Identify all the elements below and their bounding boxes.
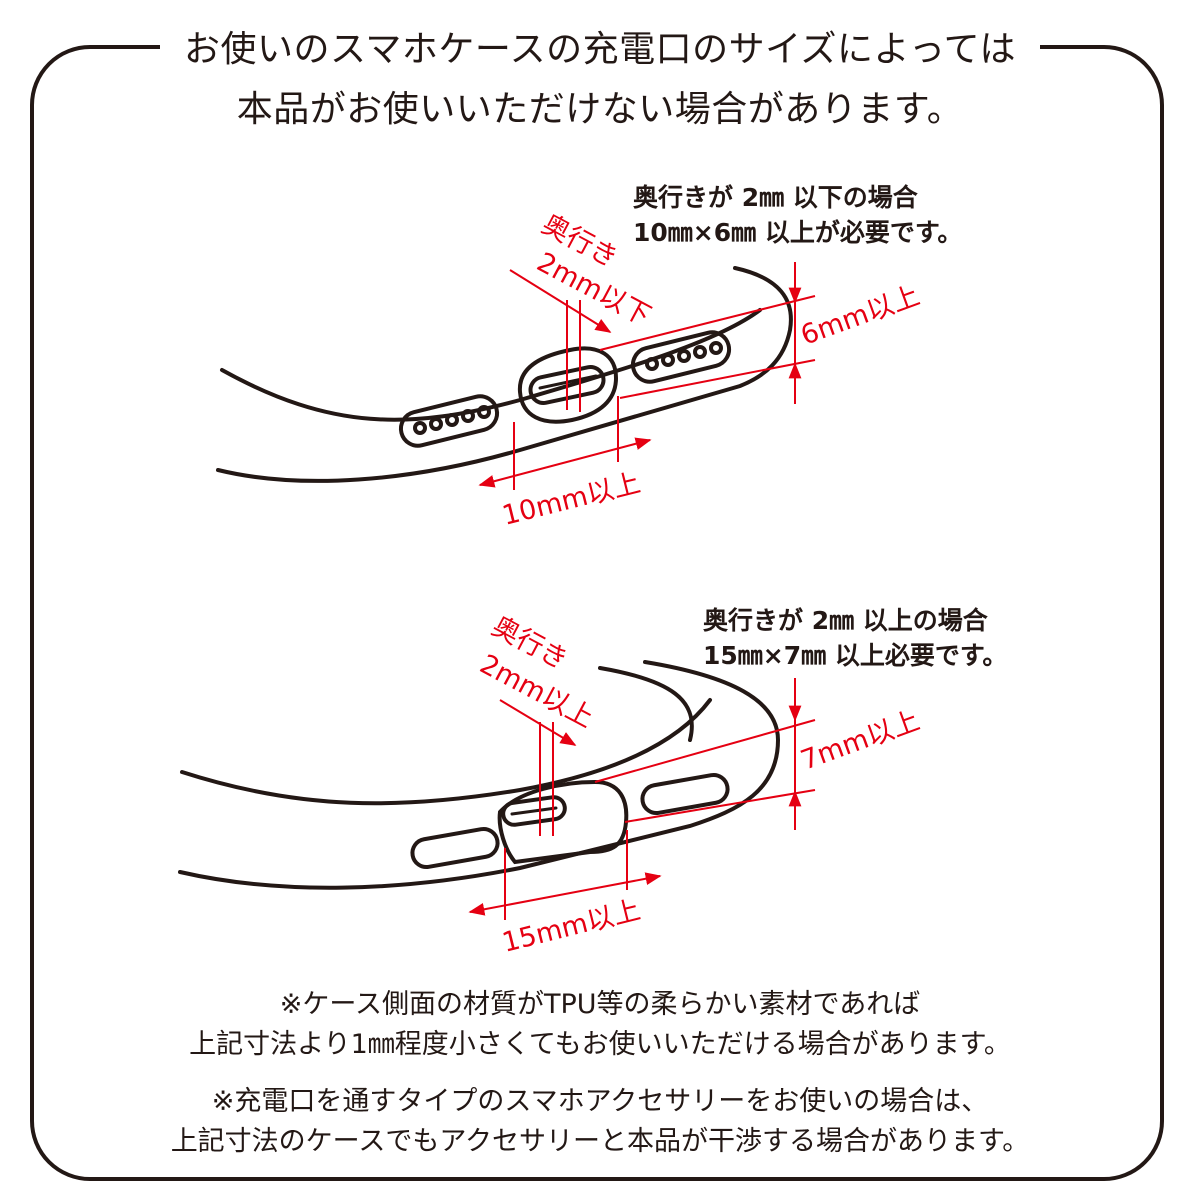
case-outer-curve-2 bbox=[178, 660, 781, 890]
speaker-grille-left-1 bbox=[398, 394, 500, 448]
speaker-slot-left-2 bbox=[410, 826, 500, 870]
header-line-1: お使いのスマホケースの充電口のサイズによっては bbox=[184, 29, 1016, 70]
header-line-2: 本品がお使いいただけない場合があります。 bbox=[236, 89, 964, 130]
header-warning: お使いのスマホケースの充電口のサイズによっては 本品がお使いいただけない場合があ… bbox=[160, 20, 1040, 140]
red-labels-1: 奥行き 2mm以下 6mm以上 10mm以上 bbox=[499, 209, 924, 532]
depth-leader-1 bbox=[509, 269, 612, 333]
speaker-grille-right-1 bbox=[630, 330, 732, 384]
height-label-2: 7mm以上 bbox=[797, 705, 924, 776]
depth-leader-2 bbox=[499, 699, 577, 746]
width-dimension-2 bbox=[468, 872, 662, 916]
phone-case-diagram-2 bbox=[178, 660, 781, 890]
condition-text-1: 奥行きが 2㎜ 以下の場合 10㎜×6㎜ 以上が必要です。 bbox=[633, 180, 962, 250]
condition-text-2: 奥行きが 2㎜ 以上の場合 15㎜×7㎜ 以上必要です。 bbox=[703, 603, 1007, 673]
height-top-extension-2 bbox=[594, 719, 816, 783]
width-label-1: 10mm以上 bbox=[499, 468, 643, 532]
note-1-line-1: ※ケース側面の材質がTPU等の柔らかい素材であれば bbox=[279, 989, 921, 1020]
condition-2-line-1: 奥行きが 2㎜ 以上の場合 bbox=[703, 606, 988, 635]
height-bottom-extension-1 bbox=[619, 359, 816, 399]
note-1: ※ケース側面の材質がTPU等の柔らかい素材であれば 上記寸法より1㎜程度小さくて… bbox=[100, 985, 1100, 1065]
width-dimension-1 bbox=[478, 437, 652, 488]
note-1-line-2: 上記寸法より1㎜程度小さくてもお使いいただける場合があります。 bbox=[189, 1029, 1011, 1060]
charging-port-2 bbox=[497, 779, 629, 865]
condition-1-line-2: 10㎜×6㎜ 以上が必要です。 bbox=[633, 218, 963, 247]
note-2: ※充電口を通すタイプのスマホアクセサリーをお使いの場合は、 上記寸法のケースでも… bbox=[100, 1082, 1100, 1162]
height-top-extension-1 bbox=[599, 295, 816, 351]
condition-1-line-1: 奥行きが 2㎜ 以下の場合 bbox=[633, 183, 918, 212]
note-2-line-1: ※充電口を通すタイプのスマホアクセサリーをお使いの場合は、 bbox=[211, 1086, 989, 1117]
height-bottom-extension-2 bbox=[624, 789, 816, 823]
phone-case-diagram-1 bbox=[216, 266, 793, 483]
width-label-2: 15mm以上 bbox=[499, 895, 643, 959]
dimension-lines-1 bbox=[478, 262, 816, 490]
condition-2-line-2: 15㎜×7㎜ 以上必要です。 bbox=[703, 641, 1008, 670]
speaker-slot-right-2 bbox=[640, 772, 730, 816]
note-2-line-2: 上記寸法のケースでもアクセサリーと本品が干渉する場合があります。 bbox=[170, 1126, 1030, 1157]
case-bottom-edge-2 bbox=[180, 698, 712, 806]
dimension-lines-2 bbox=[468, 678, 816, 920]
case-outer-curve-1 bbox=[216, 266, 793, 483]
height-label-1: 6mm以上 bbox=[797, 280, 924, 351]
case-inner-curve-2 bbox=[598, 666, 694, 742]
